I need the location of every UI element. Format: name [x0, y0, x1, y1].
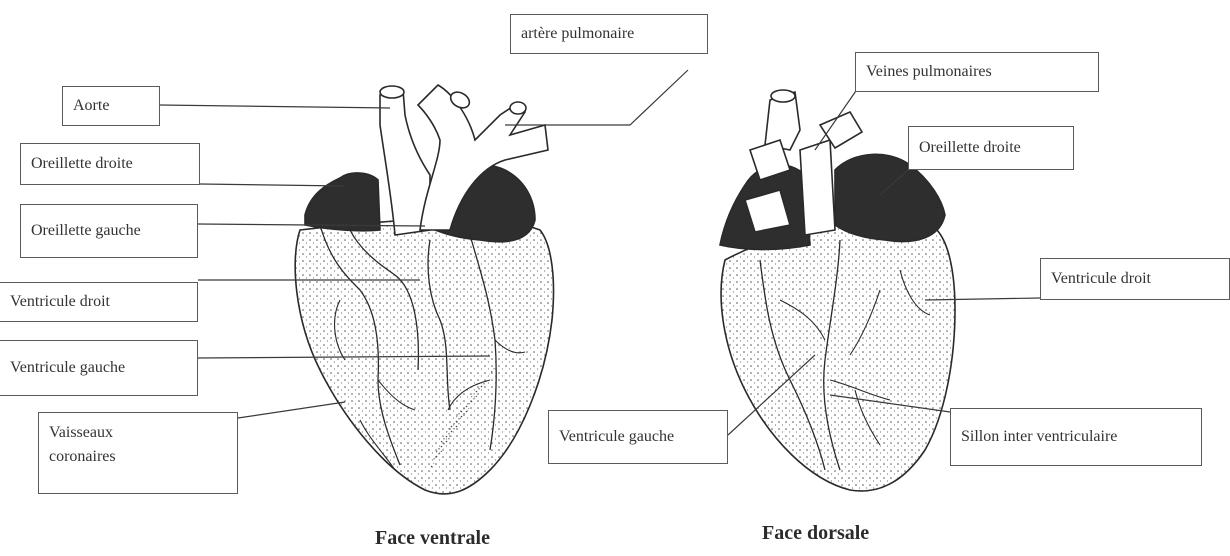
- label-vaisseaux-coronaires-text: Vaisseaux coronaires: [49, 421, 159, 469]
- label-aorte: Aorte: [62, 86, 160, 126]
- label-ventricule-gauche-ventral-text: Ventricule gauche: [10, 358, 125, 378]
- label-oreillette-gauche: Oreillette gauche: [20, 204, 198, 258]
- label-oreillette-gauche-text: Oreillette gauche: [31, 221, 141, 241]
- label-ventricule-gauche-ventral: Ventricule gauche: [0, 340, 198, 396]
- label-ventricule-droit-dorsal-text: Ventricule droit: [1051, 269, 1151, 289]
- label-artere-pulmonaire: artère pulmonaire: [510, 14, 708, 54]
- label-aorte-text: Aorte: [73, 96, 109, 116]
- caption-face-dorsale: Face dorsale: [762, 522, 869, 545]
- label-oreillette-droite-ventral: Oreillette droite: [20, 143, 200, 185]
- label-ventricule-gauche-dorsal-text: Ventricule gauche: [559, 427, 674, 447]
- label-vaisseaux-coronaires: Vaisseaux coronaires: [38, 412, 238, 494]
- label-sillon-inter-ventriculaire-text: Sillon inter ventriculaire: [961, 427, 1117, 447]
- label-veines-pulmonaires: Veines pulmonaires: [855, 52, 1099, 92]
- label-oreillette-droite-dorsal-text: Oreillette droite: [919, 138, 1021, 158]
- label-ventricule-droit-dorsal: Ventricule droit: [1040, 258, 1230, 300]
- label-sillon-inter-ventriculaire: Sillon inter ventriculaire: [950, 408, 1202, 466]
- label-oreillette-droite-dorsal: Oreillette droite: [908, 126, 1074, 170]
- label-oreillette-droite-ventral-text: Oreillette droite: [31, 154, 133, 174]
- label-ventricule-gauche-dorsal: Ventricule gauche: [548, 410, 728, 464]
- label-ventricule-droit-ventral: Ventricule droit: [0, 282, 198, 322]
- ventral-right-atrium: [305, 173, 380, 231]
- label-artere-pulmonaire-text: artère pulmonaire: [521, 24, 634, 44]
- label-ventricule-droit-ventral-text: Ventricule droit: [10, 292, 110, 312]
- caption-face-ventrale: Face ventrale: [375, 527, 490, 550]
- ventral-heart: [295, 85, 553, 494]
- label-veines-pulmonaires-text: Veines pulmonaires: [866, 62, 992, 82]
